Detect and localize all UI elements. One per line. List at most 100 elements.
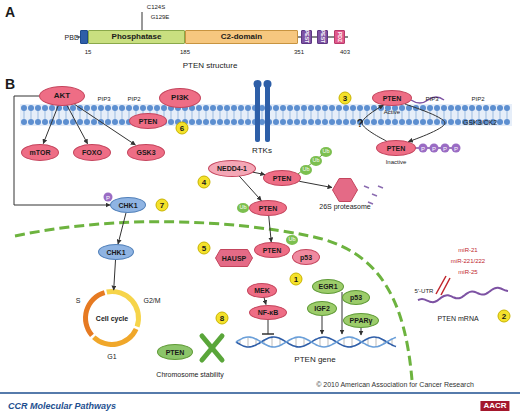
mirna-label: miR-21 [458, 247, 477, 253]
node-text: mTOR [30, 149, 51, 156]
lipid-head [126, 105, 132, 111]
lipid-head [350, 105, 356, 111]
lipid-head [280, 105, 286, 111]
lipid-head [238, 105, 244, 111]
lipid-head [301, 105, 307, 111]
annotation-label: C124S [147, 4, 165, 10]
receptor-knob [264, 80, 272, 88]
dna-rung [304, 338, 305, 346]
factor-ellipse: PPARγ [343, 313, 379, 328]
node-text: PEST [304, 30, 309, 43]
node-text: MEK [254, 287, 270, 294]
connector-arrow [43, 106, 58, 144]
lipid-head [343, 105, 349, 111]
annotation-label: PIP3 [97, 96, 110, 102]
lipid-tail [213, 110, 214, 120]
lipid-head [217, 119, 223, 125]
lipid-head [364, 105, 370, 111]
lipid-tail [220, 110, 221, 120]
connector-arrow [264, 297, 266, 304]
cycle-arc [106, 289, 141, 327]
lipid-head [98, 105, 104, 111]
lipid-head [406, 105, 412, 111]
lipid-head [196, 105, 202, 111]
lipid-head [497, 105, 503, 111]
lipid-head [147, 105, 153, 111]
protein-ellipse: NEDD4-1 [208, 160, 256, 177]
lipid-tail [381, 110, 382, 120]
lipid-head [224, 119, 230, 125]
callout-number: 5 [198, 242, 211, 255]
dna-rung [376, 337, 377, 347]
dna-rung [336, 341, 337, 343]
lipid-tail [353, 110, 354, 120]
lipid-head [196, 119, 202, 125]
lipid-tail [101, 110, 102, 120]
lipid-head [378, 119, 384, 125]
ubiquitin-mark: Ub [320, 147, 332, 157]
lipid-head [42, 119, 48, 125]
lipid-tail [234, 110, 235, 120]
lipid-tail [423, 110, 424, 120]
lipid-head [98, 119, 104, 125]
lipid-head [231, 119, 237, 125]
hexagon-outline [332, 178, 358, 202]
annotation-label: PTEN gene [294, 356, 335, 364]
dna-rung [312, 341, 313, 343]
lipid-head [329, 105, 335, 111]
lipid-head [371, 119, 377, 125]
dna-strand [236, 337, 396, 347]
cell-cycle-circle: Cell cycle [84, 290, 140, 346]
callout-number: 4 [198, 176, 211, 189]
lipid-head [84, 105, 90, 111]
annotation-label: GSK3/CK2 [463, 119, 497, 126]
lipid-head [203, 119, 209, 125]
lipid-tail [325, 110, 326, 120]
protein-ellipse: PTEN [249, 200, 287, 216]
lipid-head [259, 119, 265, 125]
annotation-label: RTKs [252, 147, 272, 155]
node-text: PDZ [337, 32, 342, 42]
lipid-head [427, 105, 433, 111]
lipid-head [35, 105, 41, 111]
dna-rung [264, 340, 265, 344]
node-text: 26S proteasome [319, 203, 370, 210]
lipid-head [413, 119, 419, 125]
lipid-head [273, 119, 279, 125]
lipid-tail [339, 110, 340, 120]
mutation-tick [142, 12, 143, 30]
activation-arrow [361, 328, 362, 335]
ubiquitin-mark: Ub [237, 203, 249, 213]
node-text: C2-domain [221, 33, 262, 41]
lipid-head [266, 105, 272, 111]
lipid-tail [206, 110, 207, 120]
annotation-label: Active [384, 109, 400, 115]
protein-ellipse: PTEN [376, 140, 416, 156]
domain-box: C2-domain [185, 30, 298, 44]
node-text: CHK1 [106, 249, 125, 256]
domain-box: Phosphatase [88, 30, 185, 44]
lipid-head [56, 119, 62, 125]
lipid-tail [31, 110, 32, 120]
lipid-tail [444, 110, 445, 120]
dna-strand [236, 337, 396, 347]
dna-rung [320, 338, 321, 347]
annotation-label: 5'-UTR [415, 288, 434, 294]
protein-ellipse: CHK1 [110, 197, 146, 213]
lipid-head [322, 119, 328, 125]
dna-rung [344, 338, 345, 346]
lipid-tail [52, 110, 53, 120]
lipid-tail [115, 110, 116, 120]
lipid-head [490, 105, 496, 111]
dna-rung [280, 338, 281, 345]
lipid-tail [290, 110, 291, 120]
lipid-head [294, 119, 300, 125]
phosphate-mark: P [441, 144, 450, 153]
dna-rung [256, 339, 257, 345]
ubiquitin-mark: Ub [300, 165, 312, 175]
annotation-label: PIP2 [127, 96, 140, 102]
connector-arrow [299, 181, 332, 187]
lipid-head [91, 119, 97, 125]
lipid-head [315, 119, 321, 125]
